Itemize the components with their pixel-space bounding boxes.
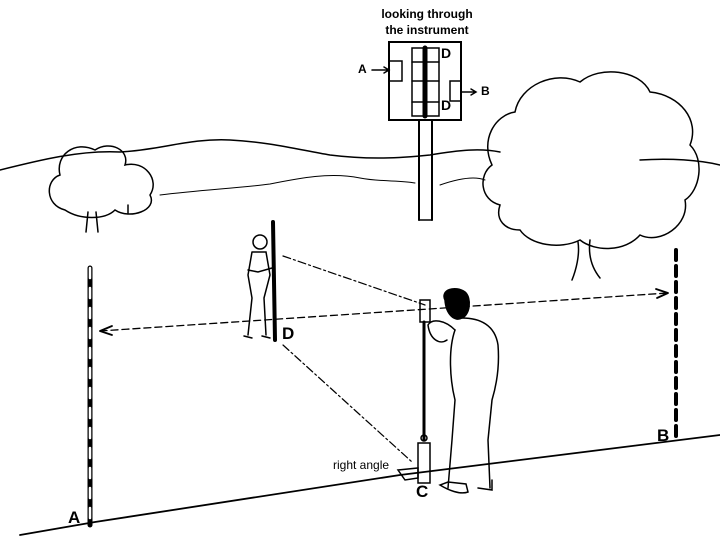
horizon-hills — [0, 139, 720, 171]
instrument-view-inset — [371, 41, 478, 221]
surveyor-figure — [427, 288, 500, 494]
label-point-c: C — [416, 482, 429, 501]
inset-label-a: A — [358, 62, 367, 76]
distant-bushes — [159, 175, 486, 196]
right-tree-icon — [482, 71, 700, 281]
label-pole-d: D — [282, 324, 295, 343]
inset-label-d-top: D — [441, 45, 452, 61]
sight-line-d-c — [282, 344, 413, 463]
label-pole-b: B — [657, 426, 670, 445]
assistant-figure — [243, 220, 277, 342]
inset-label-d-bottom: D — [441, 97, 452, 113]
sight-line-d-top — [282, 255, 426, 306]
inset-title-line2: the instrument — [385, 23, 469, 37]
ground-line — [19, 434, 720, 536]
sight-line-a-b — [99, 292, 669, 332]
left-trees-icon — [48, 145, 154, 233]
inset-title-line1: looking through — [381, 7, 473, 21]
label-pole-a: A — [68, 508, 81, 527]
instrument-staff — [396, 299, 431, 484]
inset-label-b: B — [481, 84, 490, 98]
label-right-angle: right angle — [333, 458, 390, 472]
